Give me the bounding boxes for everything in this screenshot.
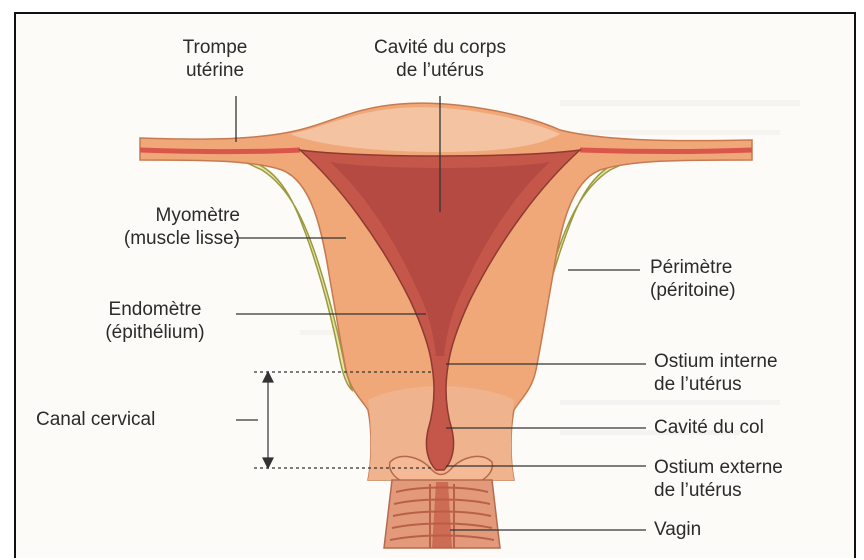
label-internal-os-line2: de l’utérus xyxy=(654,373,778,396)
label-uterine-tube-line1: Trompe xyxy=(150,36,280,59)
label-myometrium-line1: Myomètre xyxy=(60,204,240,227)
label-cervical-cavity: Cavité du col xyxy=(654,416,764,439)
label-myometrium-line2: (muscle lisse) xyxy=(60,227,240,250)
label-uterine-body-cavity-line2: de l’utérus xyxy=(340,59,540,82)
label-external-os-line1: Ostium externe xyxy=(654,456,783,479)
label-internal-os: Ostium interne de l’utérus xyxy=(654,350,778,396)
label-external-os: Ostium externe de l’utérus xyxy=(654,456,783,502)
label-endometrium-line2: (épithélium) xyxy=(70,321,240,344)
label-endometrium-line1: Endomètre xyxy=(70,298,240,321)
uterine-tube-left xyxy=(140,150,300,152)
label-uterine-tube: Trompe utérine xyxy=(150,36,280,82)
label-endometrium: Endomètre (épithélium) xyxy=(70,298,240,344)
label-uterine-body-cavity-line1: Cavité du corps xyxy=(340,36,540,59)
uterine-tube-right xyxy=(580,150,752,152)
label-external-os-line2: de l’utérus xyxy=(654,479,783,502)
label-perimetrium-line2: (péritoine) xyxy=(650,279,736,302)
label-myometrium: Myomètre (muscle lisse) xyxy=(60,204,240,250)
label-perimetrium: Périmètre (péritoine) xyxy=(650,256,736,302)
label-vagina: Vagin xyxy=(654,518,701,541)
label-cervical-canal: Canal cervical xyxy=(36,408,155,431)
label-uterine-tube-line2: utérine xyxy=(150,59,280,82)
label-perimetrium-line1: Périmètre xyxy=(650,256,736,279)
label-internal-os-line1: Ostium interne xyxy=(654,350,778,373)
label-uterine-body-cavity: Cavité du corps de l’utérus xyxy=(340,36,540,82)
